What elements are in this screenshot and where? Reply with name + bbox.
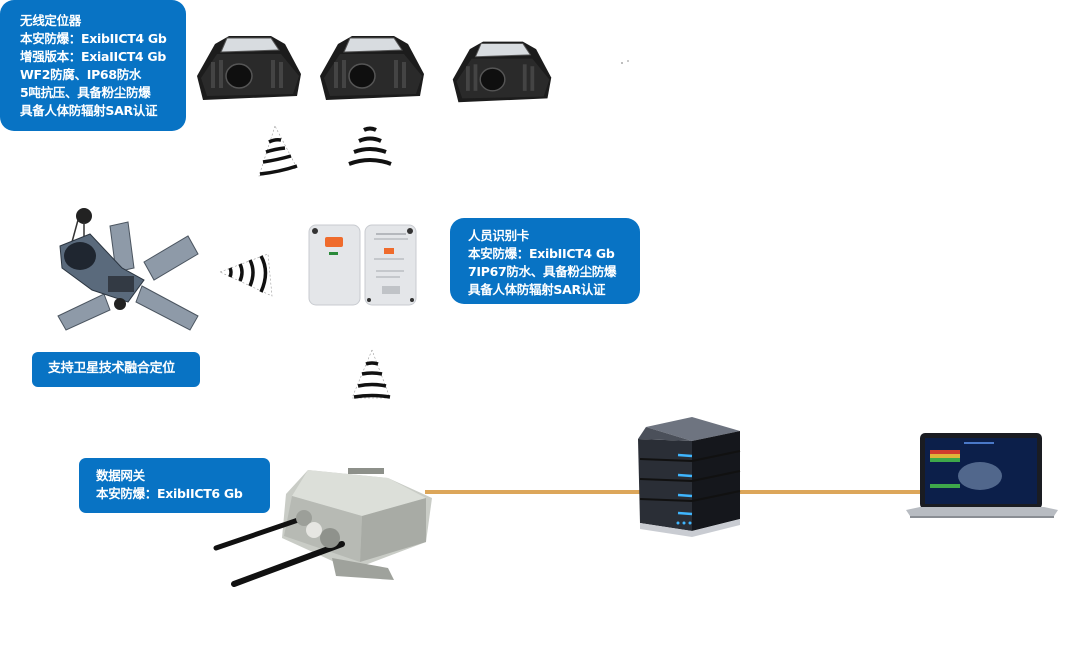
gateway-title: 数据网关 <box>96 468 145 483</box>
id-card-icon <box>308 224 361 306</box>
id-card-back <box>364 224 417 306</box>
wireless-locator-icon <box>320 36 424 100</box>
laptop-icon <box>906 433 1058 518</box>
data-gateway <box>212 458 442 590</box>
card-title: 人员识别卡 <box>468 228 530 243</box>
speck-icon <box>621 60 629 64</box>
locator-spec-3: WF2防腐、IP68防水 <box>20 67 142 82</box>
gateway-info-box: 数据网关 本安防爆：ExibIICT6 Gb <box>79 458 270 513</box>
gateway-spec-1: 本安防爆：ExibIICT6 Gb <box>96 486 243 501</box>
card-info-box: 人员识别卡 本安防爆：ExibIICT4 Gb 7IP67防水、具备粉尘防爆 具… <box>450 218 640 304</box>
wireless-signal-icon <box>351 349 391 399</box>
satellite-label: 支持卫星技术融合定位 <box>48 361 176 376</box>
locator-spec-1: 本安防爆：ExibIICT4 Gb <box>20 31 167 46</box>
gateway-to-server-link <box>425 490 641 494</box>
signal-up-2 <box>345 120 395 172</box>
signal-card-up <box>348 346 394 402</box>
locator-spec-4: 5吨抗压、具备粉尘防爆 <box>20 85 151 100</box>
decorative-specks <box>619 58 631 66</box>
wireless-signal-icon <box>348 126 392 166</box>
satellite <box>48 206 208 336</box>
server-to-laptop-link <box>738 490 923 494</box>
laptop <box>904 432 1060 520</box>
wireless-locator-icon <box>452 41 552 103</box>
wireless-signal-icon <box>258 125 298 177</box>
locator-info-box: 无线定位器 本安防爆：ExibIICT4 Gb 增强版本：ExiaIICT4 G… <box>0 0 186 131</box>
wireless-locator-2 <box>316 28 428 104</box>
locator-spec-5: 具备人体防辐射SAR认证 <box>20 103 158 118</box>
server <box>636 415 744 537</box>
wireless-locator-3 <box>448 34 556 106</box>
server-icon <box>638 417 741 537</box>
locator-spec-2: 增强版本：ExiaIICT4 Gb <box>20 49 166 64</box>
satellite-icon <box>57 208 199 331</box>
card-spec-3: 具备人体防辐射SAR认证 <box>468 282 606 297</box>
card-spec-1: 本安防爆：ExibIICT4 Gb <box>468 246 615 261</box>
card-spec-2: 7IP67防水、具备粉尘防爆 <box>468 264 617 279</box>
wireless-locator-1 <box>193 28 305 104</box>
gateway-box-icon <box>213 468 432 587</box>
wireless-locator-icon <box>197 36 301 100</box>
wireless-signal-icon <box>219 253 273 297</box>
signal-right <box>216 250 274 300</box>
satellite-info-box: 支持卫星技术融合定位 <box>32 352 200 387</box>
id-card-icon <box>364 224 417 306</box>
locator-title: 无线定位器 <box>20 13 82 28</box>
id-card-front <box>308 224 361 306</box>
signal-up-1 <box>255 122 301 180</box>
